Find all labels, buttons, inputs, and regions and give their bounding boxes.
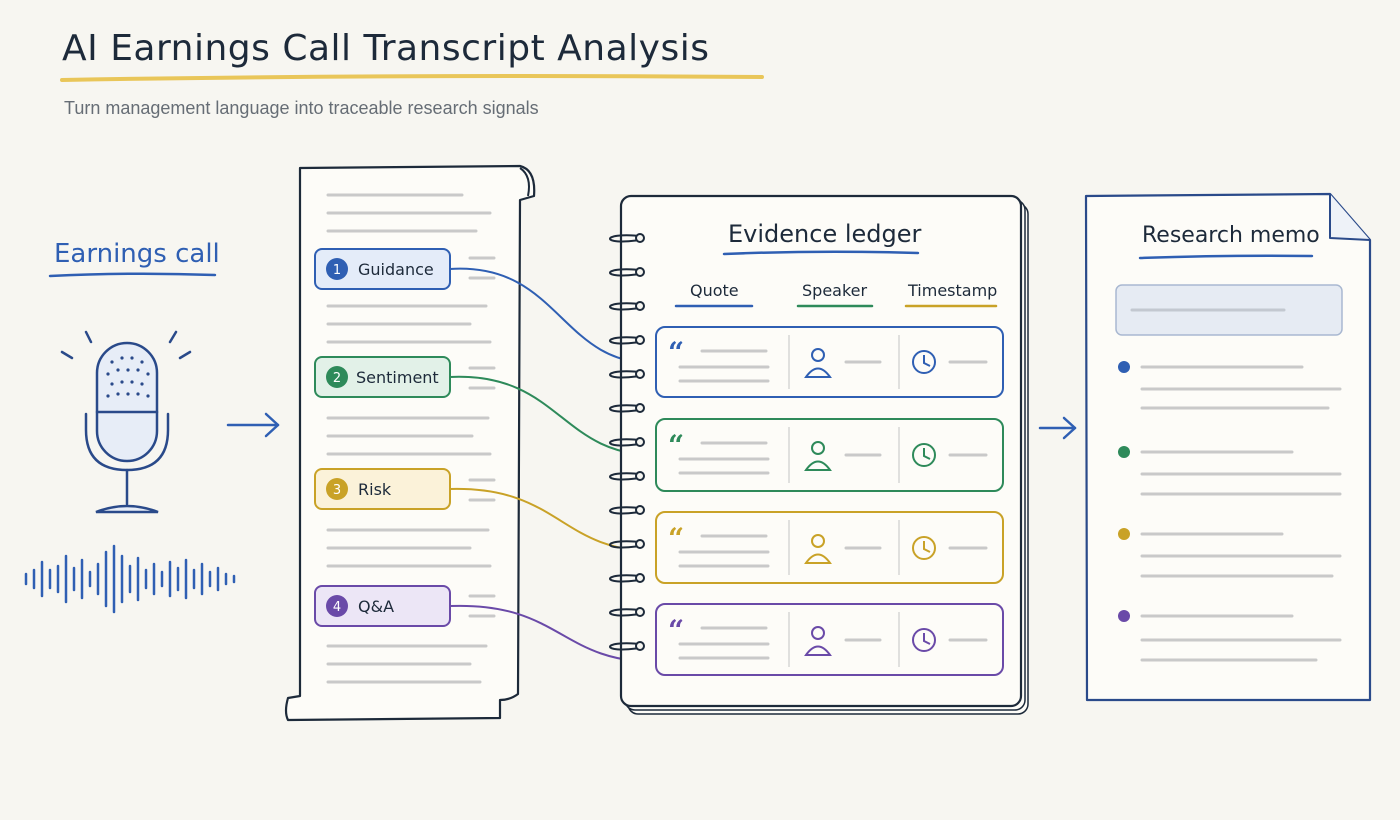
research-memo: Research memo: [1084, 192, 1372, 702]
ledger-title-underline: [722, 250, 920, 256]
ledger-row[interactable]: “: [655, 511, 1004, 584]
column-quote: Quote: [690, 281, 739, 300]
ledger-column-headers: Quote Speaker Timestamp: [674, 281, 997, 308]
sound-wave-icon: [24, 544, 236, 614]
ledger-row[interactable]: “: [655, 603, 1004, 676]
page-title: AI Earnings Call Transcript Analysis: [62, 28, 710, 69]
ledger-title: Evidence ledger: [728, 220, 922, 248]
quote-icon: “: [668, 429, 684, 462]
column-speaker: Speaker: [802, 281, 868, 300]
ledger-row[interactable]: “: [655, 326, 1004, 398]
clock-icon: [912, 628, 936, 652]
earnings-call-label: Earnings call: [54, 239, 220, 269]
transcript-scroll: 1 Guidance 2 Sentiment 3 Risk 4 Q&A: [284, 164, 536, 722]
earnings-call-underline: [48, 272, 217, 278]
microphone-icon: [60, 330, 192, 514]
column-timestamp: Timestamp: [907, 281, 997, 300]
tag-label: Sentiment: [356, 368, 439, 387]
tag-guidance[interactable]: 1 Guidance: [314, 248, 451, 290]
memo-bullet: [1118, 528, 1130, 540]
memo-title: Research memo: [1142, 223, 1320, 248]
clock-icon: [912, 350, 936, 374]
tag-label: Risk: [358, 480, 392, 499]
arrow-right-icon: [1038, 416, 1077, 440]
evidence-ledger: Evidence ledger Quote Speaker Timestamp …: [609, 194, 1029, 715]
quote-icon: “: [668, 614, 684, 647]
tag-number: 1: [333, 263, 341, 278]
tag-number: 4: [333, 600, 341, 615]
tag-number: 3: [333, 483, 341, 498]
memo-bullet: [1118, 610, 1130, 622]
person-icon: [804, 534, 832, 564]
transcript-text-lines: [326, 193, 496, 684]
clock-icon: [912, 443, 936, 467]
page-subtitle: Turn management language into traceable …: [64, 98, 539, 118]
quote-icon: “: [668, 336, 684, 369]
tag-label: Guidance: [358, 260, 434, 279]
tag-qa[interactable]: 4 Q&A: [314, 585, 451, 627]
tag-sentiment[interactable]: 2 Sentiment: [314, 356, 451, 398]
clock-icon: [912, 536, 936, 560]
person-icon: [804, 626, 832, 656]
earnings-call-source: Earnings call: [24, 239, 236, 614]
tag-number: 2: [333, 371, 341, 386]
tag-label: Q&A: [358, 597, 394, 616]
spiral-binding: [609, 233, 645, 651]
memo-bullet: [1118, 361, 1130, 373]
quote-icon: “: [668, 522, 684, 555]
ledger-row[interactable]: “: [655, 418, 1004, 492]
person-icon: [804, 348, 832, 378]
memo-title-underline: [1138, 254, 1314, 260]
arrow-right-icon: [226, 412, 280, 438]
tag-risk[interactable]: 3 Risk: [314, 468, 451, 510]
memo-bullet-list: [1118, 361, 1342, 662]
memo-bullet: [1118, 446, 1130, 458]
title-underline: [60, 74, 764, 82]
person-icon: [804, 441, 832, 471]
